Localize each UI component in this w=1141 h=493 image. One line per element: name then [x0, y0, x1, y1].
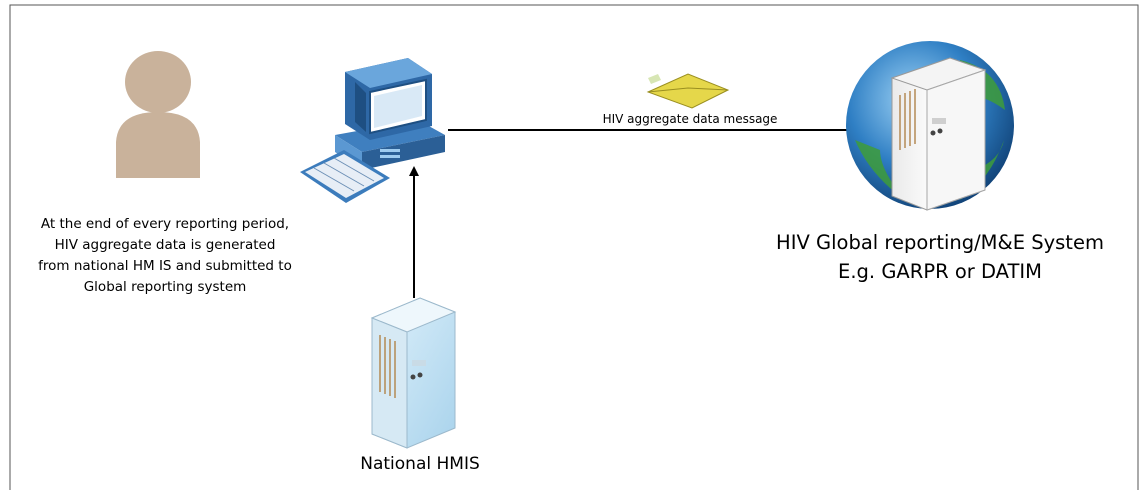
note-line: HIV aggregate data is generated: [54, 237, 276, 253]
note-line: At the end of every reporting period,: [40, 216, 290, 232]
keyboard-icon: [300, 150, 390, 203]
message-label: HIV aggregate data message: [602, 112, 778, 126]
global-system-line1: HIV Global reporting/M&E System: [776, 231, 1104, 254]
global-system-line2: E.g. GARPR or DATIM: [838, 260, 1042, 283]
person-icon: [116, 51, 200, 178]
globe-server-icon: [846, 41, 1014, 211]
process-description: At the end of every reporting period, HI…: [4, 214, 326, 298]
note-line: from national HM IS and submitted to: [38, 258, 292, 274]
envelope-icon: [646, 73, 730, 109]
server-icon: [370, 297, 457, 449]
note-line: Global reporting system: [83, 279, 247, 295]
global-system-label: HIV Global reporting/M&E System E.g. GAR…: [740, 228, 1140, 286]
hmis-label: National HMIS: [360, 454, 480, 474]
frame-border: [9, 4, 1139, 490]
computer-icon: [335, 58, 445, 170]
